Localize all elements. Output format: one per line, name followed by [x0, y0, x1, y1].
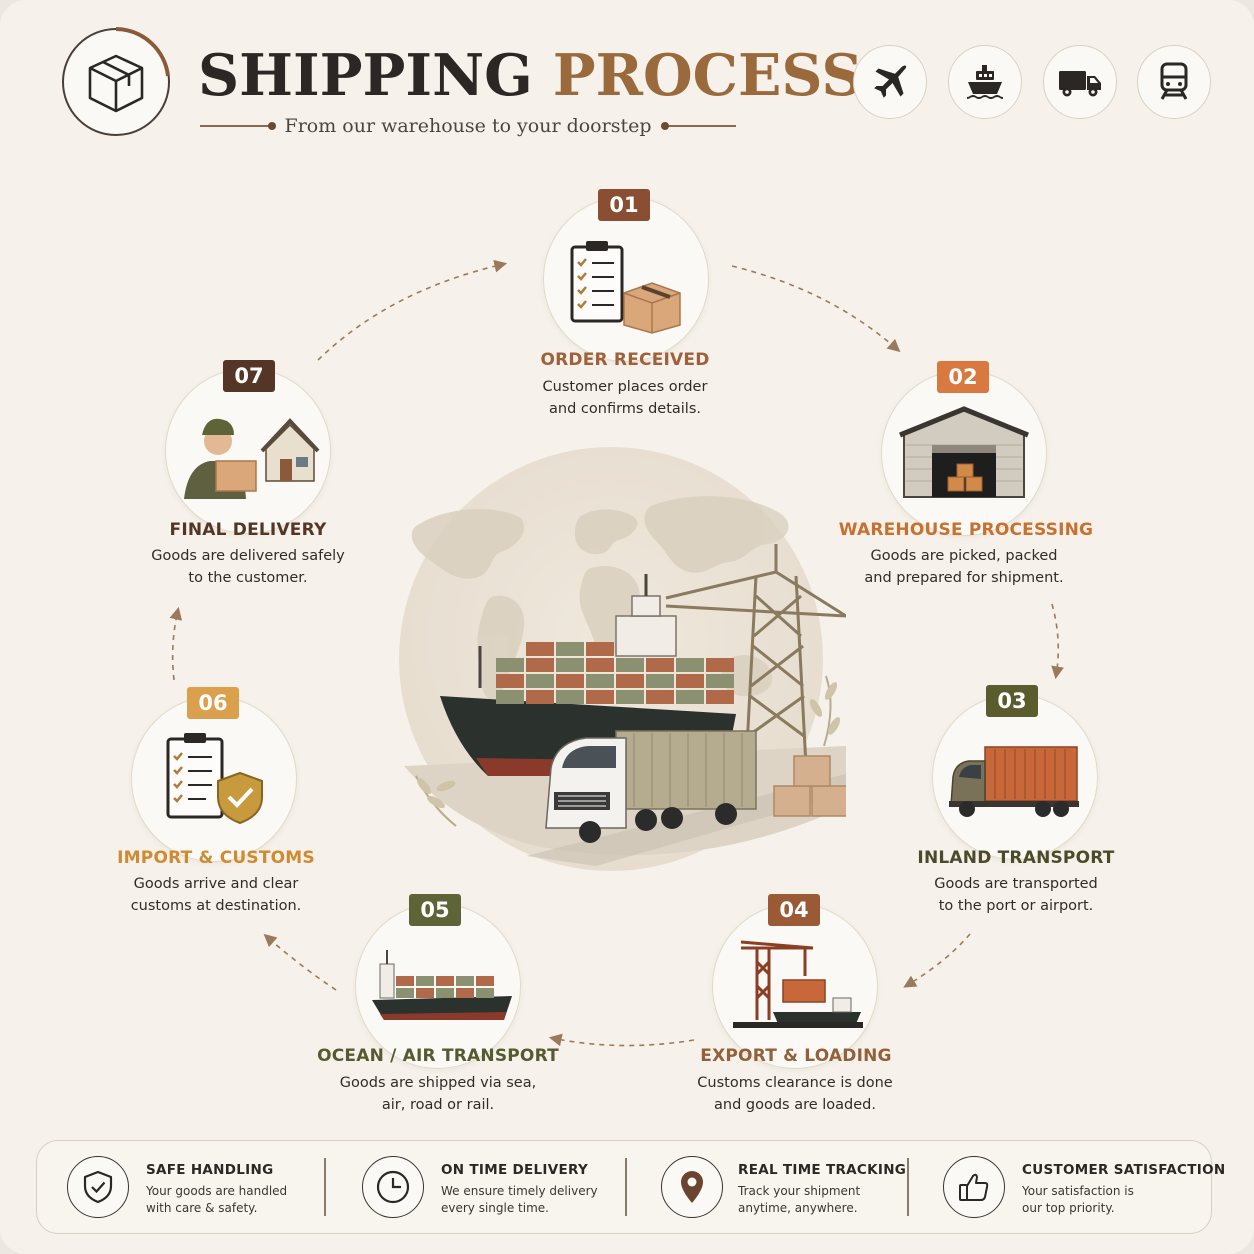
feature-safe-handling-title: SAFE HANDLING [146, 1162, 274, 1178]
step-03-desc-line-1: Goods are transported [934, 876, 1098, 892]
step-05-title: OCEAN / AIR TRANSPORT [317, 1046, 559, 1066]
feature-customer-satisfaction-desc-1: Your satisfaction is [1022, 1184, 1134, 1198]
step-07-circle [165, 368, 331, 534]
step-03-desc-line-2: to the port or airport. [938, 898, 1094, 914]
step-02-title: WAREHOUSE PROCESSING [838, 520, 1094, 540]
train-icon [1137, 45, 1211, 119]
step-02-description: Goods are picked, packed and prepared fo… [814, 545, 1114, 589]
arrow-06-to-07 [169, 606, 183, 681]
title-part-accent: PROCESS [552, 42, 863, 109]
step-01-description: Customer places order and confirms detai… [475, 376, 775, 420]
arrow-02-to-03 [1051, 603, 1064, 680]
feature-safe-handling: SAFE HANDLING Your goods are handled wit… [146, 1162, 287, 1217]
container-truck-icon [949, 746, 1079, 817]
page-subtitle: From our warehouse to your doorstep [284, 115, 652, 137]
clock-icon [362, 1156, 424, 1218]
feature-divider [907, 1158, 909, 1216]
feature-real-time-tracking-desc: Track your shipment anytime, anywhere. [738, 1183, 906, 1217]
feature-on-time-delivery: ON TIME DELIVERY We ensure timely delive… [441, 1162, 598, 1217]
warehouse-icon [899, 406, 1029, 498]
clipboard-shield-icon [166, 733, 263, 825]
step-01-title: ORDER RECEIVED [540, 350, 710, 370]
feature-real-time-tracking-desc-1: Track your shipment [738, 1184, 861, 1198]
step-05-badge: 05 [409, 894, 461, 926]
step-02-circle [881, 370, 1047, 536]
feature-customer-satisfaction-title: CUSTOMER SATISFACTION [1022, 1162, 1226, 1178]
step-05-circle [355, 903, 521, 1069]
step-04-badge: 04 [768, 894, 820, 926]
arrow-04-to-05 [548, 1033, 695, 1047]
feature-safe-handling-desc-2: with care & safety. [146, 1201, 258, 1215]
feature-customer-satisfaction-desc-2: our top priority. [1022, 1201, 1115, 1215]
step-07-desc-line-2: to the customer. [188, 570, 308, 586]
feature-safe-handling-desc: Your goods are handled with care & safet… [146, 1183, 287, 1217]
subtitle-row: From our warehouse to your doorstep [200, 112, 737, 140]
step-04-desc-line-1: Customs clearance is done [697, 1075, 893, 1091]
step-06-circle [131, 696, 297, 862]
airplane-icon [853, 45, 927, 119]
feature-on-time-delivery-title: ON TIME DELIVERY [441, 1162, 589, 1178]
step-03-circle [932, 694, 1098, 860]
step-06-title: IMPORT & CUSTOMS [117, 848, 315, 868]
arrow-01-to-02 [731, 265, 901, 353]
step-01-circle [543, 196, 709, 362]
feature-on-time-delivery-desc: We ensure timely delivery every single t… [441, 1183, 598, 1217]
location-pin-icon [661, 1156, 723, 1218]
step-04-desc-line-2: and goods are loaded. [714, 1097, 876, 1113]
step-05-description: Goods are shipped via sea, air, road or … [288, 1072, 588, 1116]
feature-real-time-tracking: REAL TIME TRACKING Track your shipment a… [738, 1162, 906, 1217]
ship-icon [948, 45, 1022, 119]
center-port-illustration [399, 447, 846, 871]
cargo-ship-icon [372, 950, 512, 1020]
step-04-circle [712, 903, 878, 1069]
arrow-07-to-01 [317, 259, 508, 361]
step-03-description: Goods are transported to the port or air… [866, 873, 1166, 917]
step-04-title: EXPORT & LOADING [700, 1046, 892, 1066]
step-02-desc-line-2: and prepared for shipment. [864, 570, 1064, 586]
feature-on-time-delivery-desc-1: We ensure timely delivery [441, 1184, 598, 1198]
subtitle-divider-left [200, 122, 276, 130]
step-07-title: FINAL DELIVERY [169, 520, 327, 540]
step-04-description: Customs clearance is done and goods are … [645, 1072, 945, 1116]
step-03-title: INLAND TRANSPORT [917, 848, 1115, 868]
feature-real-time-tracking-desc-2: anytime, anywhere. [738, 1201, 858, 1215]
arrow-03-to-04 [903, 933, 971, 988]
step-03-badge: 03 [986, 685, 1038, 717]
crane-loading-icon [733, 940, 863, 1028]
courier-house-icon [184, 418, 320, 499]
step-01-badge: 01 [598, 189, 650, 221]
step-05-desc-line-1: Goods are shipped via sea, [339, 1075, 537, 1091]
feature-customer-satisfaction: CUSTOMER SATISFACTION Your satisfaction … [1022, 1162, 1225, 1217]
step-06-badge: 06 [187, 687, 239, 719]
step-02-badge: 02 [937, 361, 989, 393]
thumbs-up-icon [943, 1156, 1005, 1218]
page-title: SHIPPING PROCESS [198, 36, 863, 116]
shield-check-icon [67, 1156, 129, 1218]
step-06-desc-line-1: Goods arrive and clear [133, 876, 299, 892]
title-part-dark: SHIPPING [198, 42, 533, 109]
step-05-desc-line-2: air, road or rail. [381, 1097, 495, 1113]
step-01-desc-line-1: Customer places order [542, 379, 708, 395]
clipboard-box-icon [570, 241, 681, 334]
box-logo-icon [62, 27, 170, 136]
step-01-desc-line-2: and confirms details. [549, 401, 701, 417]
subtitle-divider-right [660, 122, 737, 130]
features-footer [36, 1140, 1212, 1234]
truck-icon [1043, 45, 1117, 119]
feature-safe-handling-desc-1: Your goods are handled [146, 1184, 288, 1198]
step-02-desc-line-1: Goods are picked, packed [870, 548, 1058, 564]
step-07-desc-line-1: Goods are delivered safely [151, 548, 345, 564]
feature-customer-satisfaction-desc: Your satisfaction is our top priority. [1022, 1183, 1225, 1217]
feature-on-time-delivery-desc-2: every single time. [441, 1201, 549, 1215]
step-06-description: Goods arrive and clear customs at destin… [66, 873, 366, 917]
step-07-badge: 07 [223, 360, 275, 392]
feature-divider [625, 1158, 627, 1216]
arrow-05-to-06 [263, 933, 337, 991]
feature-real-time-tracking-title: REAL TIME TRACKING [738, 1162, 907, 1178]
feature-divider [324, 1158, 326, 1216]
step-07-description: Goods are delivered safely to the custom… [98, 545, 398, 589]
step-06-desc-line-2: customs at destination. [130, 898, 302, 914]
